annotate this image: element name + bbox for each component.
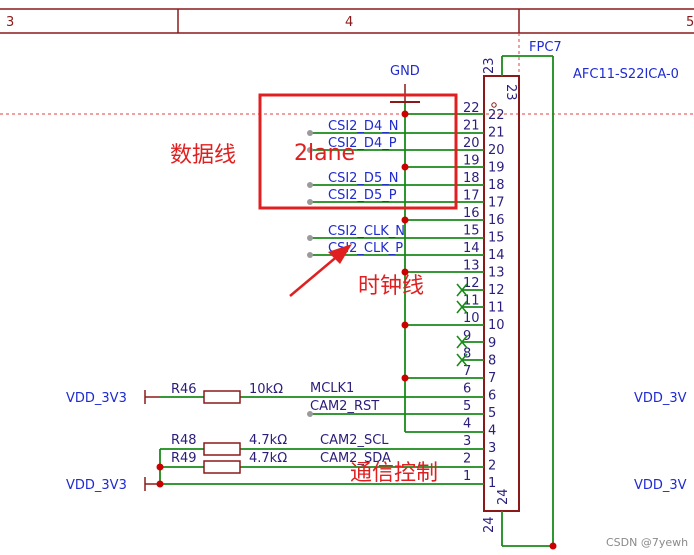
pin1-marker xyxy=(491,102,497,108)
pin-number-inner: 5 xyxy=(488,406,496,421)
pin-number-inner: 18 xyxy=(488,178,505,193)
r46-ref: R46 xyxy=(171,382,197,397)
pin-number-outer: 17 xyxy=(463,189,480,204)
pin-number-inner: 12 xyxy=(488,283,505,298)
pin23-outer-label: 23 xyxy=(482,57,497,74)
pin-number-outer: 21 xyxy=(463,119,480,134)
resistor-r49 xyxy=(203,460,241,474)
pin-number-outer: 6 xyxy=(463,381,471,396)
pin-number-outer: 3 xyxy=(463,434,471,449)
annotation-clock-line: 时钟线 xyxy=(358,274,424,299)
pin-number-inner: 16 xyxy=(488,213,505,228)
pin-number-inner: 17 xyxy=(488,196,505,211)
vdd-symbols xyxy=(144,390,160,491)
pin-number-outer: 7 xyxy=(463,364,471,379)
pin-number-inner: 1 xyxy=(488,476,496,491)
pin-number-outer: 5 xyxy=(463,399,471,414)
pin-number-outer: 20 xyxy=(463,136,480,151)
no-connect-marks xyxy=(456,283,468,367)
connector-ref: FPC7 xyxy=(529,40,562,55)
net-csi2-d5-p: CSI2_D5_P xyxy=(328,188,397,203)
vdd-label-left-1: VDD_3V3 xyxy=(66,391,127,406)
pin-number-outer: 14 xyxy=(463,241,480,256)
r49-ref: R49 xyxy=(171,451,197,466)
r46-value: 10kΩ xyxy=(249,382,283,397)
pin-number-inner: 14 xyxy=(488,248,505,263)
pin-number-inner: 10 xyxy=(488,318,505,333)
pin-number-inner: 19 xyxy=(488,161,505,176)
resistor-r46 xyxy=(203,390,241,404)
r49-value: 4.7kΩ xyxy=(249,451,287,466)
gnd-symbol xyxy=(390,84,420,103)
pin23-inner-label: 23 xyxy=(503,84,518,101)
net-cam2-scl: CAM2_SCL xyxy=(320,433,389,448)
net-cam2-sda: CAM2_SDA xyxy=(320,451,391,466)
pin-number-inner: 22 xyxy=(488,108,505,123)
annotation-data-lines: 数据线 xyxy=(170,143,236,168)
pin-number-inner: 20 xyxy=(488,143,505,158)
pin-number-inner: 13 xyxy=(488,266,505,281)
pin-number-outer: 22 xyxy=(463,101,480,116)
pin-number-outer: 18 xyxy=(463,171,480,186)
net-csi2-d5-n: CSI2_D5_N xyxy=(328,171,398,186)
pin-number-inner: 4 xyxy=(488,423,496,438)
pin-number-inner: 3 xyxy=(488,441,496,456)
data-lines-highlight-box xyxy=(258,93,458,210)
net-csi2-d4-n: CSI2_D4_N xyxy=(328,119,398,134)
ruler-label-3: 3 xyxy=(6,15,14,30)
vdd-label-left-2: VDD_3V3 xyxy=(66,478,127,493)
pin-number-outer: 13 xyxy=(463,259,480,274)
vdd-label-right-2: VDD_3V xyxy=(634,478,687,493)
net-csi2-clk-n: CSI2_CLK_N xyxy=(328,224,405,239)
pin-number-outer: 4 xyxy=(463,416,471,431)
pin-number-inner: 15 xyxy=(488,231,505,246)
net-endpoints xyxy=(307,130,313,417)
ruler-label-5: 5 xyxy=(686,15,694,30)
r48-value: 4.7kΩ xyxy=(249,433,287,448)
ruler-label-4: 4 xyxy=(345,15,353,30)
pin-number-inner: 7 xyxy=(488,371,496,386)
pin-number-inner: 2 xyxy=(488,458,496,473)
pin24-inner-label: 24 xyxy=(496,488,511,505)
pin-number-outer: 1 xyxy=(463,469,471,484)
pin-number-outer: 16 xyxy=(463,206,480,221)
junction-dots xyxy=(156,110,557,550)
pin-number-inner: 8 xyxy=(488,353,496,368)
pin-number-outer: 19 xyxy=(463,154,480,169)
pin-number-outer: 10 xyxy=(463,311,480,326)
pin-number-inner: 21 xyxy=(488,126,505,141)
r48-ref: R48 xyxy=(171,433,197,448)
gnd-label: GND xyxy=(390,64,420,79)
watermark: CSDN @7yewh xyxy=(606,536,688,549)
net-mclk1: MCLK1 xyxy=(310,381,354,396)
pin-number-outer: 12 xyxy=(463,276,480,291)
vdd-label-right-1: VDD_3V xyxy=(634,391,687,406)
pin-number-outer: 2 xyxy=(463,451,471,466)
pin-number-inner: 6 xyxy=(488,388,496,403)
pin-number-inner: 9 xyxy=(488,336,496,351)
resistor-r48 xyxy=(203,442,241,456)
clock-arrow xyxy=(289,244,352,297)
connector-part: AFC11-S22ICA-0 xyxy=(573,67,679,82)
pin-number-outer: 15 xyxy=(463,224,480,239)
net-csi2-d4-p: CSI2_D4_P xyxy=(328,136,397,151)
pin-number-outer: 11 xyxy=(463,294,480,309)
pin24-outer-label: 24 xyxy=(482,516,497,533)
annotation-comm-control: 通信控制 xyxy=(350,461,438,486)
pin-number-outer: 8 xyxy=(463,346,471,361)
pin-number-inner: 11 xyxy=(488,301,505,316)
net-cam2-rst: CAM2_RST xyxy=(310,399,379,414)
annotation-2lane: 2lane xyxy=(294,141,355,166)
wires xyxy=(159,55,554,547)
